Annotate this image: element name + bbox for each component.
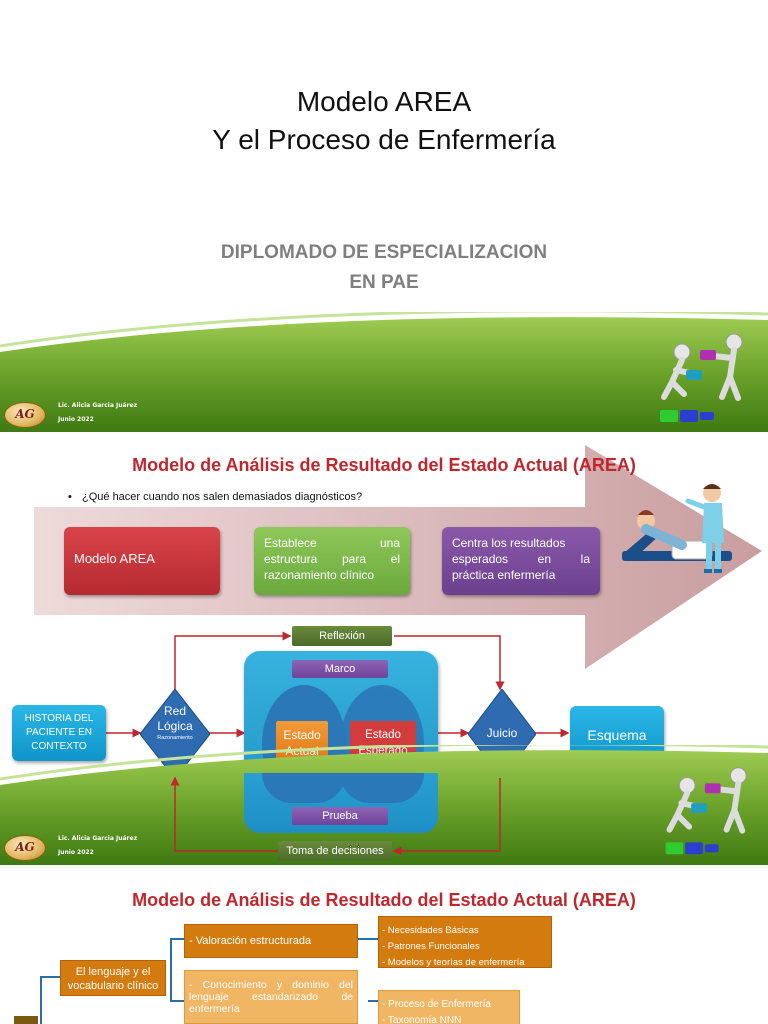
- footer-author: Lic. Alicia Garcia Juárez: [58, 835, 138, 842]
- box-marco: Marco: [292, 660, 388, 678]
- slide3-title: Modelo de Análisis de Resultado del Esta…: [132, 890, 636, 910]
- tree-line: [368, 1000, 378, 1002]
- slide1-title-line2: Y el Proceso de Enfermería: [212, 124, 556, 155]
- box-conocimiento: - Conocimiento y dominio del lenguaje es…: [184, 970, 358, 1024]
- tree-line: [40, 976, 42, 1024]
- slide-area-tree: Modelo de Análisis de Resultado del Esta…: [0, 866, 768, 1024]
- tree-line: [358, 938, 378, 940]
- box-establece: Establece una estructura para el razonam…: [254, 527, 410, 595]
- box-historia: HISTORIA DEL PACIENTE EN CONTEXTO: [12, 705, 106, 761]
- box-proceso: - Proceso de Enfermería - Taxonomía NNN: [378, 990, 520, 1024]
- footer-date: Junio 2022: [58, 416, 94, 423]
- slide2-bullet: •¿Qué hacer cuando nos salen demasiados …: [68, 491, 363, 503]
- box-lenguaje: El lenguaje y el vocabulario clínico: [60, 960, 166, 996]
- ag-logo-icon: AG: [4, 402, 46, 428]
- slide1-subtitle-line1: DIPLOMADO DE ESPECIALIZACION: [220, 242, 548, 263]
- circle-estado-actual-bottom: [262, 773, 346, 803]
- nurse-patient-icon: [622, 484, 732, 573]
- red-logica-label: Red Lógica Razonamiento: [157, 704, 193, 741]
- tree-line: [170, 1000, 184, 1002]
- slide2-title: Modelo de Análisis de Resultado del Esta…: [132, 455, 636, 475]
- slide-title: Modelo AREA Y el Proceso de Enfermería D…: [0, 0, 768, 432]
- tree-line: [170, 938, 184, 940]
- box-toma-decisiones: Toma de decisiones: [278, 841, 392, 861]
- root-box-partial: [14, 1016, 38, 1024]
- slide1-title-line1: Modelo AREA: [296, 86, 472, 117]
- juicio-label: Juicio: [486, 726, 518, 740]
- green-footer-band: [0, 312, 768, 432]
- slide1-subtitle-line2: EN PAE: [349, 272, 419, 293]
- flow-connector-lines-lower: [170, 776, 501, 856]
- box-valoracion: - Valoración estructurada: [184, 924, 358, 958]
- tree-line: [40, 976, 60, 978]
- footer-date: Junio 2022: [58, 849, 94, 856]
- slide-area-model: Modelo de Análisis de Resultado del Esta…: [0, 433, 768, 865]
- box-modelo-area: Modelo AREA: [64, 527, 220, 595]
- circle-estado-esperado-bottom: [340, 773, 424, 803]
- footer-author: Lic. Alicia Garcia Juárez: [58, 402, 138, 409]
- box-centra: Centra los resultados esperados en la pr…: [442, 527, 600, 595]
- tree-line: [170, 938, 172, 1002]
- ag-logo-icon: AG: [4, 835, 46, 861]
- puzzle-figures-icon: [660, 333, 743, 422]
- box-necesidades: - Necesidades Básicas - Patrones Funcion…: [378, 916, 552, 968]
- box-prueba-top: Prueba: [292, 807, 388, 825]
- puzzle-figures-icon: [665, 767, 747, 855]
- box-reflexion: Reflexión: [292, 626, 392, 646]
